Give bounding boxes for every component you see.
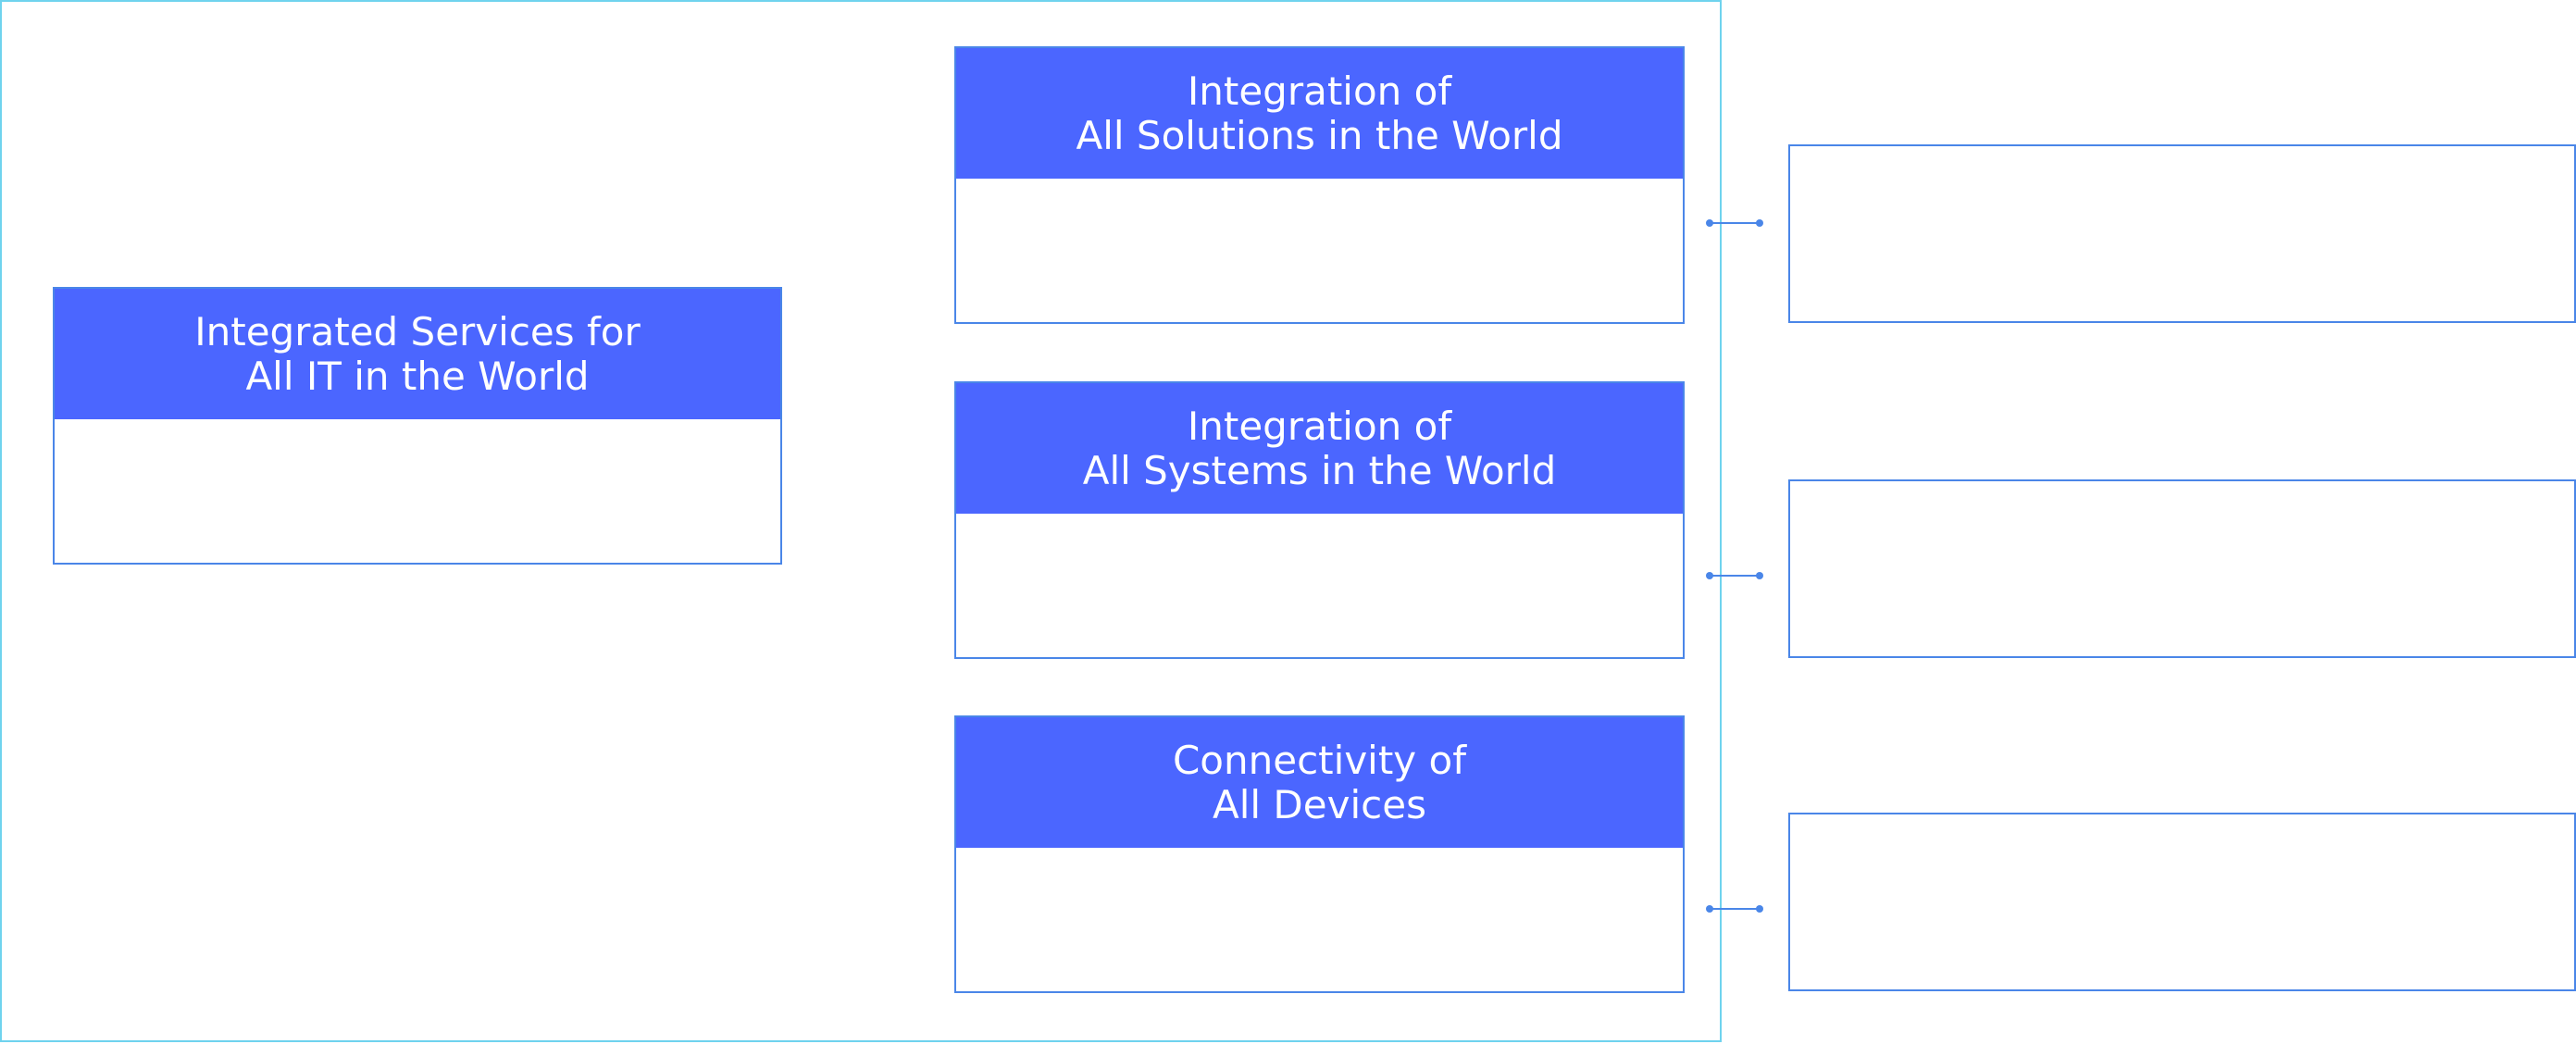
pillar-title-line1: Connectivity of [1172, 737, 1466, 783]
pillar-card-solutions: Integration of All Solutions in the Worl… [954, 46, 1685, 324]
connector-dot-right [1756, 905, 1763, 913]
connector-line [1710, 222, 1760, 224]
detail-box-solutions [1788, 144, 2576, 323]
pillar-title-line1: Integration of [1187, 68, 1452, 114]
main-service-card: Integrated Services for All IT in the Wo… [53, 287, 782, 565]
connector-solutions [1706, 218, 1763, 228]
main-service-title-line2: All IT in the World [245, 353, 590, 399]
pillar-card-devices: Connectivity of All Devices [954, 715, 1685, 993]
connector-line [1710, 908, 1760, 910]
pillar-header-systems: Integration of All Systems in the World [956, 383, 1683, 514]
pillar-header-solutions: Integration of All Solutions in the Worl… [956, 48, 1683, 179]
main-service-title-line1: Integrated Services for [194, 308, 641, 354]
pillar-title-line1: Integration of [1187, 403, 1452, 449]
connector-dot-right [1756, 572, 1763, 579]
detail-box-devices [1788, 813, 2576, 991]
connector-dot-right [1756, 219, 1763, 227]
connector-systems [1706, 571, 1763, 580]
connector-dot-left [1706, 219, 1713, 227]
connector-dot-left [1706, 572, 1713, 579]
connector-devices [1706, 904, 1763, 914]
pillar-card-systems: Integration of All Systems in the World [954, 381, 1685, 659]
pillar-title-line2: All Solutions in the World [1076, 112, 1563, 158]
main-service-header: Integrated Services for All IT in the Wo… [55, 289, 780, 419]
outer-frame [0, 0, 1722, 1042]
pillar-title-line2: All Systems in the World [1082, 447, 1557, 493]
pillar-title-line2: All Devices [1213, 781, 1426, 827]
detail-box-systems [1788, 479, 2576, 658]
pillar-header-devices: Connectivity of All Devices [956, 717, 1683, 848]
connector-line [1710, 575, 1760, 577]
connector-dot-left [1706, 905, 1713, 913]
